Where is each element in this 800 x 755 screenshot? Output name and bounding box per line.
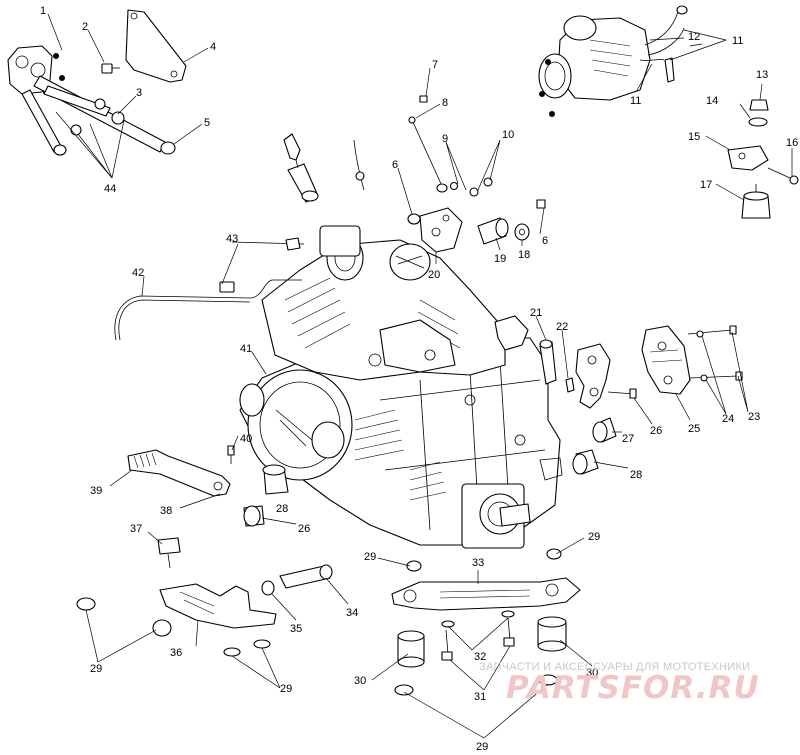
callout-26-right: 26	[650, 425, 662, 437]
callout-38: 38	[160, 505, 172, 517]
bottom-mount-plate	[391, 548, 581, 696]
engine-block	[239, 225, 563, 549]
callout-11-right: 11	[732, 35, 743, 47]
callout-41: 41	[240, 343, 252, 355]
callout-14: 14	[706, 95, 718, 107]
watermark-caption: ЗАПЧАСТИ И АКСЕССУАРЫ ДЛЯ МОТОТЕХНИКИ	[479, 661, 751, 673]
callout-8: 8	[442, 97, 448, 109]
upper-center-parts	[283, 95, 546, 253]
watermark-logo: PARTSFOR.RU	[506, 670, 760, 706]
callout-6-left: 6	[392, 159, 398, 171]
callout-11-left: 11	[630, 95, 641, 107]
callout-28-right: 28	[630, 469, 642, 481]
callout-10: 10	[502, 129, 514, 141]
callout-28-left: 28	[276, 503, 288, 515]
callout-37: 37	[130, 523, 142, 535]
callout-27: 27	[622, 433, 634, 445]
callout-17: 17	[700, 179, 712, 191]
right-mount-hardware	[727, 99, 799, 219]
callout-22: 22	[556, 321, 568, 333]
callout-40: 40	[240, 433, 252, 445]
callout-3: 3	[136, 87, 142, 99]
callout-26-left: 26	[298, 523, 310, 535]
shift-lever	[127, 445, 235, 497]
callout-19: 19	[494, 253, 506, 265]
callout-numbers: 1 2 3 4 5 44 12 11 11 13 14 15 16 17 7 8…	[40, 5, 798, 753]
callout-12: 12	[688, 31, 700, 43]
callout-5: 5	[204, 117, 210, 129]
callout-35: 35	[290, 623, 302, 635]
right-bracket-parts	[539, 325, 743, 475]
callout-20: 20	[428, 269, 440, 281]
carburetor-assembly	[538, 5, 688, 117]
throttle-cable	[114, 237, 305, 341]
callout-6-right: 6	[542, 235, 548, 247]
callout-44: 44	[104, 183, 116, 195]
callout-29-far-left: 29	[90, 663, 102, 675]
callout-16: 16	[786, 137, 798, 149]
callout-43: 43	[226, 233, 238, 245]
callout-32: 32	[474, 651, 486, 663]
left-lower-mounts	[76, 464, 333, 657]
callout-31: 31	[474, 691, 486, 703]
callout-30-left: 30	[354, 675, 366, 687]
callout-7: 7	[432, 59, 438, 71]
callout-29-right: 29	[588, 531, 600, 543]
callout-2: 2	[82, 21, 88, 33]
callout-4: 4	[210, 41, 216, 53]
callout-36: 36	[170, 647, 182, 659]
callout-1: 1	[40, 5, 46, 17]
callout-30-right: 30	[586, 667, 598, 679]
oil-tube-assembly	[7, 9, 187, 156]
callout-23: 23	[748, 411, 760, 423]
callout-33: 33	[472, 557, 484, 569]
callout-34: 34	[346, 607, 358, 619]
callout-39: 39	[90, 485, 102, 497]
callout-18: 18	[518, 249, 530, 261]
callout-29-bottom: 29	[476, 741, 488, 753]
callout-13: 13	[756, 69, 768, 81]
callout-9: 9	[442, 133, 448, 145]
callout-21: 21	[530, 307, 542, 319]
callout-15: 15	[688, 131, 700, 143]
callout-29-left: 29	[280, 683, 292, 695]
leader-lines	[47, 13, 793, 739]
callout-25: 25	[688, 423, 700, 435]
callout-42: 42	[132, 267, 144, 279]
callout-24: 24	[722, 413, 734, 425]
callout-29-mid: 29	[364, 551, 376, 563]
